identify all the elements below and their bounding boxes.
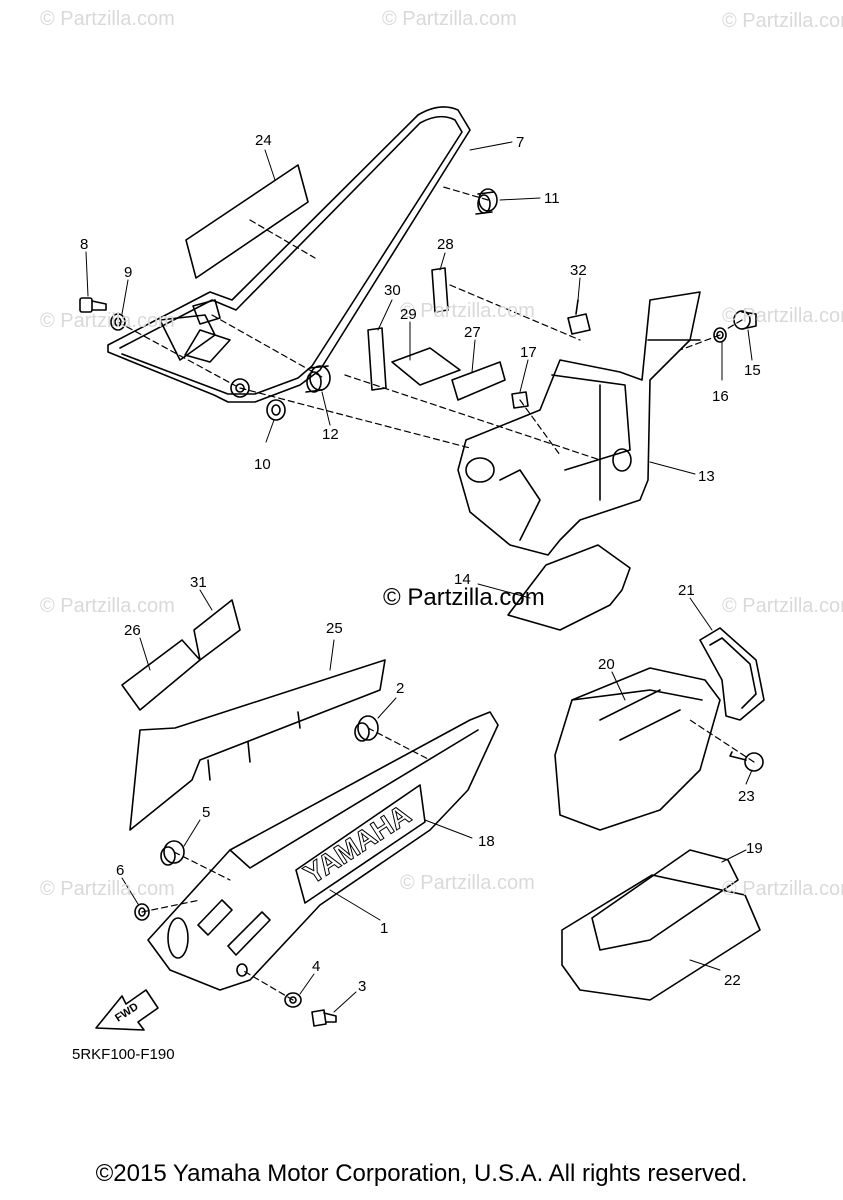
callout-30: 30 — [384, 282, 401, 299]
decal-part-26 — [121, 639, 201, 711]
upper-side-cover-part-7 — [107, 106, 471, 403]
grommet-part-2 — [354, 715, 379, 742]
fwd-arrow-icon: FWD — [95, 989, 159, 1031]
watermark: © Partzilla.com — [722, 595, 843, 617]
washer-part-16 — [713, 327, 727, 343]
battery-box-part-13 — [457, 291, 701, 556]
callout-3: 3 — [358, 978, 367, 995]
callout-20: 20 — [598, 656, 615, 673]
callout-9: 9 — [124, 264, 133, 281]
watermark: © Partzilla.com — [382, 8, 517, 30]
handle-part-21 — [699, 627, 765, 721]
watermark: © Partzilla.com — [722, 305, 843, 327]
callout-29: 29 — [400, 306, 417, 323]
decal-part-24 — [185, 164, 309, 279]
callout-5: 5 — [202, 804, 211, 821]
callout-18: 18 — [478, 833, 495, 850]
watermark: © Partzilla.com — [40, 8, 175, 30]
panel-part-25 — [129, 659, 386, 831]
callout-14: 14 — [454, 571, 471, 588]
copyright-footer: ©2015 Yamaha Motor Corporation, U.S.A. A… — [95, 1160, 748, 1187]
toolbox-part-20 — [554, 667, 721, 831]
grommet-part-12 — [305, 365, 331, 393]
bolt-part-8 — [79, 297, 107, 313]
callout-4: 4 — [312, 958, 321, 975]
emblem-part-18 — [295, 784, 426, 904]
callout-31: 31 — [190, 574, 207, 591]
watermark: © Partzilla.com — [400, 300, 535, 322]
callout-2: 2 — [396, 680, 405, 697]
diagram-code: 5RKF100-F190 — [72, 1046, 175, 1063]
callout-10: 10 — [254, 456, 271, 473]
washer-part-9 — [110, 313, 126, 331]
pad-part-14 — [507, 544, 631, 631]
fwd-label: FWD — [113, 1001, 141, 1025]
callout-22: 22 — [724, 972, 741, 989]
side-cover-part-1 — [147, 711, 499, 991]
watermark: © Partzilla.com — [722, 878, 843, 900]
decal-part-31 — [193, 599, 241, 661]
grommet-part-10 — [266, 399, 286, 421]
callout-11: 11 — [544, 190, 560, 207]
washer-part-4 — [284, 992, 302, 1008]
watermark: © Partzilla.com — [400, 872, 535, 894]
callout-17: 17 — [520, 344, 537, 361]
bolt-part-15 — [733, 310, 757, 330]
callout-27: 27 — [464, 324, 481, 341]
pad-part-30 — [367, 327, 387, 391]
grommet-part-5 — [160, 840, 185, 866]
watermark: © Partzilla.com — [40, 310, 175, 332]
callout-12: 12 — [322, 426, 339, 443]
pad-part-29 — [391, 347, 461, 386]
callout-13: 13 — [698, 468, 715, 485]
callout-8: 8 — [80, 236, 89, 253]
watermark: © Partzilla.com — [40, 595, 175, 617]
callout-32: 32 — [570, 262, 587, 279]
washer-part-6 — [134, 903, 150, 921]
callout-23: 23 — [738, 788, 755, 805]
bolt-part-17 — [511, 391, 529, 409]
watermark: © Partzilla.com — [40, 878, 175, 900]
callout-21: 21 — [678, 582, 695, 599]
callout-6: 6 — [116, 862, 125, 879]
callout-26: 26 — [124, 622, 141, 639]
pouch-part-19 — [591, 849, 739, 951]
clip-part-32 — [567, 299, 591, 335]
callout-1: 1 — [380, 920, 389, 937]
callout-15: 15 — [744, 362, 761, 379]
callout-16: 16 — [712, 388, 729, 405]
callout-25: 25 — [326, 620, 343, 637]
callout-24: 24 — [255, 132, 272, 149]
pad-part-27 — [451, 361, 506, 401]
callout-28: 28 — [437, 236, 454, 253]
grommet-part-11 — [475, 188, 498, 215]
center-watermark: © Partzilla.com — [383, 584, 545, 611]
bolt-part-3 — [311, 1009, 337, 1027]
callout-19: 19 — [746, 840, 763, 857]
emblem-text: YAMAHA — [298, 799, 416, 891]
bolt-part-23 — [729, 751, 764, 772]
watermark: © Partzilla.com — [722, 10, 843, 32]
callout-7: 7 — [516, 134, 525, 151]
